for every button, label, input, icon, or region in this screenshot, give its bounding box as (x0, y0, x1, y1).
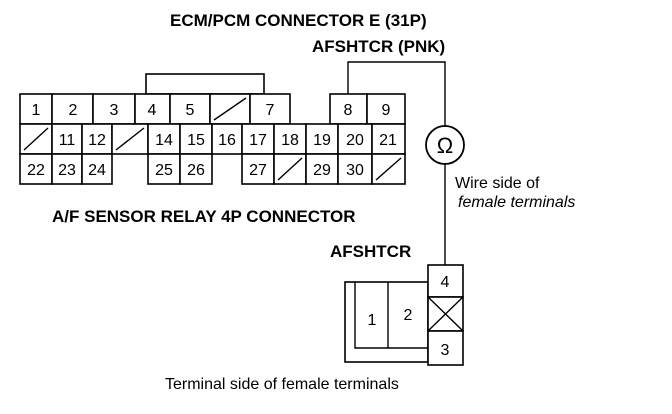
unused-terminal-slash (277, 157, 303, 181)
ecm-pin-label: 7 (266, 102, 275, 119)
ecm-pin-label: 14 (155, 132, 173, 149)
ecm-connector-title: ECM/PCM CONNECTOR E (31P) (170, 11, 427, 30)
ecm-pin-label: 23 (58, 162, 76, 179)
ecm-pin-label: 12 (88, 132, 106, 149)
relay-pin-label: 4 (441, 274, 450, 291)
relay-cell (427, 330, 464, 366)
ecm-wire-label: AFSHTCR (PNK) (312, 37, 445, 56)
ecm-pin-label: 3 (110, 102, 119, 119)
ecm-pin-label: 16 (218, 132, 236, 149)
relay-pin-label: 3 (441, 342, 450, 359)
ecm-pin-label: 19 (313, 132, 331, 149)
ecm-connector: 1 2 3 4 5 7 8 9 11 12 14 (19, 73, 406, 185)
unused-terminal-slash (375, 157, 402, 181)
relay-inner-outline (354, 282, 428, 349)
ecm-cell (51, 123, 83, 155)
wire-side-note-line1: Wire side of (455, 175, 540, 192)
ecm-pin-label: 5 (186, 102, 195, 119)
ecm-cell (179, 123, 213, 155)
wire-side-note-line2: female terminals (458, 194, 575, 211)
relay-pin-label: 1 (368, 312, 377, 329)
relay-connector-title: A/F SENSOR RELAY 4P CONNECTOR (52, 207, 356, 226)
ecm-pin-label: 21 (379, 132, 397, 149)
ecm-pin-label: 25 (155, 162, 173, 179)
ecm-pin-label: 8 (344, 102, 353, 119)
ecm-pin-label: 9 (382, 102, 391, 119)
wire-afshtcr-pnk (347, 61, 446, 126)
ecm-pin-label: 30 (346, 162, 364, 179)
relay-pin-label: 2 (404, 307, 413, 324)
ecm-cell (147, 153, 181, 185)
ecm-pin-label: 27 (249, 162, 267, 179)
ecm-pin-label: 29 (313, 162, 331, 179)
terminal-side-note: Terminal side of female terminals (165, 376, 399, 393)
ecm-pin-label: 24 (88, 162, 106, 179)
unused-terminal-slash (23, 127, 49, 151)
ecm-cell (329, 93, 368, 125)
relay-connector: 1 2 4 3 (344, 264, 464, 366)
ecm-pin-label: 18 (281, 132, 299, 149)
ecm-cell (337, 153, 373, 185)
ecm-row-2: 11 12 14 15 16 17 18 19 20 21 (19, 123, 406, 155)
relay-connector-body (344, 281, 429, 363)
ecm-cell (305, 153, 339, 185)
ecm-pin-label: 15 (187, 132, 205, 149)
ecm-pin-label: 20 (346, 132, 364, 149)
ecm-cell (147, 123, 181, 155)
ohmmeter-symbol: Ω (437, 133, 453, 158)
unused-terminal-slash (115, 127, 145, 151)
connector-lock-tab (145, 73, 265, 95)
ecm-pin-label: 22 (27, 162, 45, 179)
unused-terminal-cross (427, 296, 464, 332)
ecm-pin-label: 4 (148, 102, 157, 119)
relay-wire-label: AFSHTCR (330, 242, 411, 261)
ecm-row-1: 1 2 3 4 5 7 8 9 (19, 93, 406, 125)
ecm-row-3: 22 23 24 25 26 27 29 30 (19, 153, 406, 185)
ecm-pin-label: 2 (69, 102, 78, 119)
ecm-cell (211, 123, 243, 155)
ecm-pin-label: 11 (59, 132, 76, 149)
ecm-cell (19, 153, 53, 185)
ecm-cell (51, 153, 83, 185)
ecm-pin-label: 17 (249, 132, 267, 149)
ecm-cell (81, 153, 113, 185)
ecm-pin-label: 26 (187, 162, 205, 179)
ecm-pin-label: 1 (32, 102, 41, 119)
ecm-cell (179, 153, 213, 185)
unused-terminal-slash (213, 97, 247, 121)
